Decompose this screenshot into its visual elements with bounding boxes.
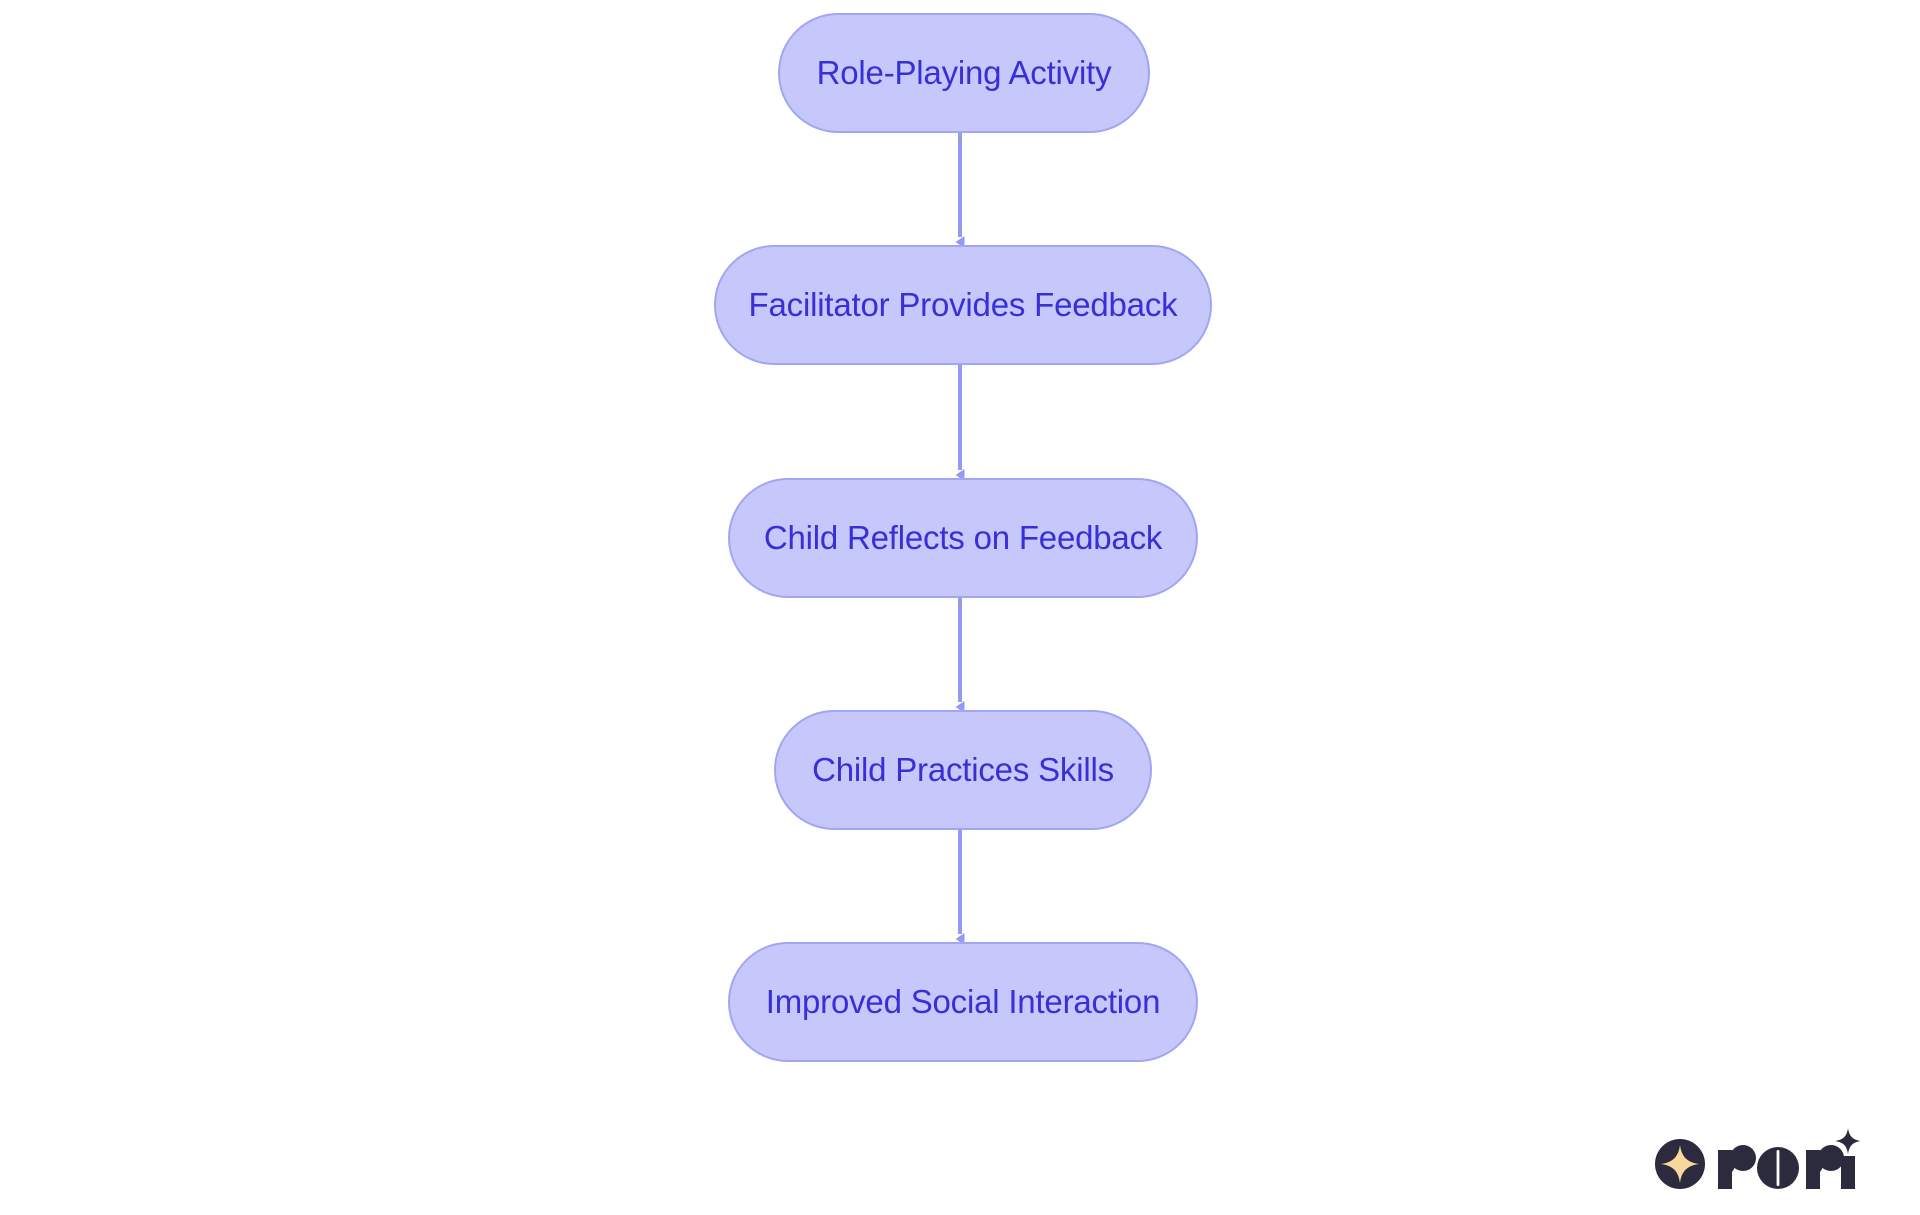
flow-node-label: Child Practices Skills <box>812 750 1114 788</box>
flow-node-improved-social-interaction[interactable]: Improved Social Interaction <box>728 942 1198 1062</box>
flow-node-child-reflects-on-feedback[interactable]: Child Reflects on Feedback <box>728 478 1198 598</box>
flow-node-label: Facilitator Provides Feedback <box>748 285 1178 323</box>
flow-node-label: Child Reflects on Feedback <box>763 518 1163 556</box>
flow-node-label: Improved Social Interaction <box>765 982 1161 1020</box>
flow-node-facilitator-provides-feedback[interactable]: Facilitator Provides Feedback <box>714 245 1212 365</box>
sparkle-star-icon <box>1655 1139 1705 1189</box>
flow-node-label: Role-Playing Activity <box>816 53 1112 91</box>
rori-logo: rori <box>1655 1128 1860 1189</box>
four-point-star-icon <box>1835 1128 1860 1154</box>
flow-node-child-practices-skills[interactable]: Child Practices Skills <box>774 710 1152 830</box>
flow-node-role-playing-activity[interactable]: Role-Playing Activity <box>778 13 1150 133</box>
rori-wordmark <box>1718 1145 1855 1189</box>
logo-wordmark-text: rori <box>1655 1128 1678 1132</box>
